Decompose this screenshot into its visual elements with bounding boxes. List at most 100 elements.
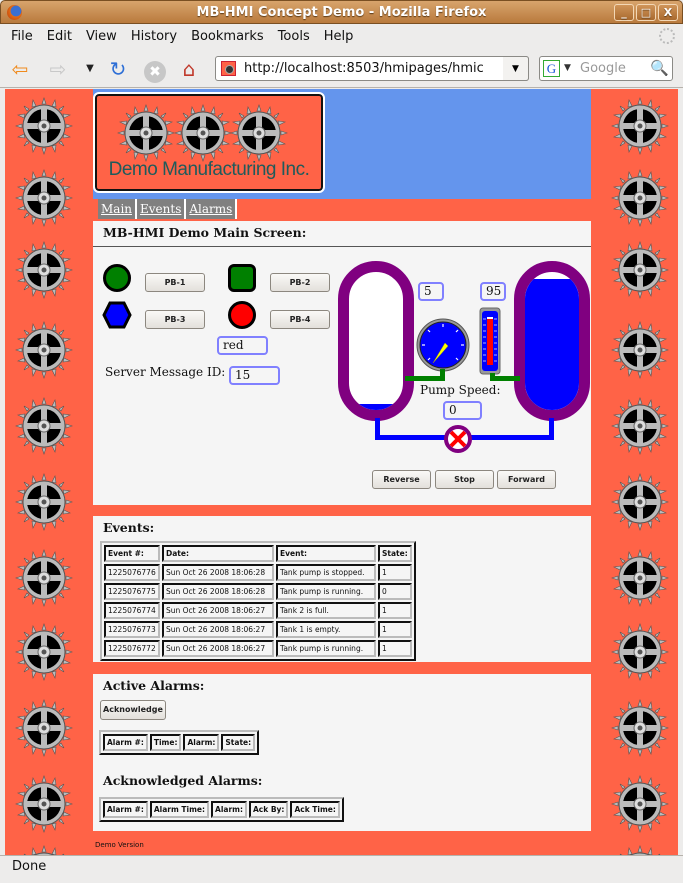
event-text: Tank pump is stopped.	[276, 564, 376, 581]
window-title: MB-HMI Concept Demo - Mozilla Firefox	[196, 5, 487, 20]
acknowledged-alarms-title: Acknowledged Alarms:	[103, 773, 263, 788]
server-message-id-field: 15	[229, 366, 280, 385]
stop-button[interactable]: Stop	[435, 470, 494, 489]
gear-icon	[15, 549, 73, 607]
window-titlebar: MB-HMI Concept Demo - Mozilla Firefox _ …	[0, 0, 683, 24]
acknowledged-alarms-table: Alarm #: Alarm Time: Alarm: Ack By: Ack …	[99, 797, 344, 822]
event-text: Tank 2 is full.	[276, 602, 376, 619]
back-arrow-icon[interactable]: ⇦	[11, 57, 29, 81]
url-dropdown-button[interactable]: ▼	[503, 56, 529, 81]
tank-1-outlet-pipe	[375, 418, 380, 440]
level-pipe	[490, 376, 520, 381]
firefox-icon	[7, 5, 22, 20]
gear-icon	[15, 775, 73, 833]
search-field[interactable]: G ▼ Google 🔍	[539, 56, 673, 81]
level-pipe-stem	[490, 373, 495, 381]
gear-icon	[15, 321, 73, 379]
event-date: Sun Oct 26 2008 18:06:28	[162, 583, 274, 600]
tab-alarms[interactable]: Alarms	[186, 199, 238, 219]
google-engine-icon[interactable]: G	[543, 60, 560, 77]
table-row: 1225076775 Sun Oct 26 2008 18:06:28 Tank…	[104, 583, 412, 600]
menu-bookmarks[interactable]: Bookmarks	[191, 28, 264, 44]
event-state: 0	[378, 583, 412, 600]
pb2-indicator-lamp	[228, 264, 256, 292]
maximize-button[interactable]: □	[636, 4, 656, 21]
navigation-toolbar: ⇦ ⇨ ▼ ↻ ✖ ⌂ http://localhost:8503/hmipag…	[0, 48, 683, 88]
gear-icon	[15, 845, 73, 855]
event-date: Sun Oct 26 2008 18:06:28	[162, 564, 274, 581]
menu-help[interactable]: Help	[323, 28, 354, 44]
gear-icon	[15, 623, 73, 681]
status-text: Done	[12, 859, 47, 874]
table-header-row: Event #: Date: Event: State:	[104, 545, 412, 562]
acknowledge-button[interactable]: Acknowledge	[100, 700, 166, 720]
column-header: Date:	[162, 545, 274, 562]
gear-icon	[611, 97, 669, 155]
forward-arrow-icon[interactable]: ⇨	[49, 57, 67, 81]
reverse-button[interactable]: Reverse	[372, 470, 431, 489]
table-row: 1225076776 Sun Oct 26 2008 18:06:28 Tank…	[104, 564, 412, 581]
column-header: Alarm #:	[103, 801, 148, 818]
menu-file[interactable]: File	[11, 28, 33, 44]
menu-tools[interactable]: Tools	[277, 28, 310, 44]
column-header: Time:	[149, 734, 182, 751]
main-screen-title: MB-HMI Demo Main Screen:	[103, 225, 307, 240]
gear-border-left	[5, 89, 85, 855]
status-bar: Done	[0, 855, 683, 883]
tab-events[interactable]: Events	[137, 199, 187, 219]
gear-icon	[611, 169, 669, 227]
throbber-icon	[659, 28, 675, 44]
column-header: Event:	[276, 545, 376, 562]
site-favicon	[221, 61, 236, 76]
url-field[interactable]: http://localhost:8503/hmipages/hmic ☆	[215, 56, 529, 81]
gear-border-right	[601, 89, 678, 855]
gear-icon	[611, 549, 669, 607]
gear-icon	[611, 699, 669, 757]
column-header: Ack Time:	[290, 801, 340, 818]
event-text: Tank 1 is empty.	[276, 621, 376, 638]
gear-icon	[611, 623, 669, 681]
event-text: Tank pump is running.	[276, 640, 376, 657]
gear-icon	[15, 241, 73, 299]
color-value-field: red	[217, 336, 268, 355]
menu-view[interactable]: View	[85, 28, 117, 44]
table-header-row: Alarm #: Alarm Time: Alarm: Ack By: Ack …	[103, 801, 340, 818]
gauge-pipe	[405, 376, 445, 381]
column-header: Alarm:	[183, 734, 220, 751]
event-id: 1225076775	[104, 583, 160, 600]
events-title: Events:	[103, 520, 155, 535]
event-text: Tank pump is running.	[276, 583, 376, 600]
minimize-button[interactable]: _	[614, 4, 634, 21]
gear-icon	[15, 699, 73, 757]
tank-2-fluid	[525, 278, 579, 410]
close-button[interactable]: X	[658, 4, 678, 21]
search-placeholder: Google	[580, 61, 626, 76]
pb2-button[interactable]: PB-2	[270, 273, 330, 292]
event-id: 1225076776	[104, 564, 160, 581]
menu-edit[interactable]: Edit	[46, 28, 72, 44]
event-id: 1225076774	[104, 602, 160, 619]
gear-icon	[117, 104, 175, 162]
event-state: 1	[378, 621, 412, 638]
history-dropdown-icon[interactable]: ▼	[86, 63, 94, 74]
company-logo: Demo Manufacturing Inc.	[93, 92, 325, 193]
search-icon[interactable]: 🔍	[650, 59, 669, 77]
pb3-button[interactable]: PB-3	[145, 310, 205, 329]
forward-button[interactable]: Forward	[497, 470, 556, 489]
menu-history[interactable]: History	[130, 28, 178, 44]
pb4-button[interactable]: PB-4	[270, 310, 330, 329]
home-icon[interactable]: ⌂	[182, 57, 196, 81]
column-header: State:	[378, 545, 412, 562]
tab-main[interactable]: Main	[98, 199, 138, 219]
server-message-label: Server Message ID:	[105, 365, 226, 379]
pb1-button[interactable]: PB-1	[145, 273, 205, 292]
engine-dropdown-icon[interactable]: ▼	[564, 63, 571, 73]
column-header: Alarm #:	[103, 734, 148, 751]
table-row: 1225076774 Sun Oct 26 2008 18:06:27 Tank…	[104, 602, 412, 619]
column-header: Event #:	[104, 545, 160, 562]
gear-icon	[611, 845, 669, 855]
event-state: 1	[378, 564, 412, 581]
stop-icon[interactable]: ✖	[143, 57, 167, 83]
column-header: Alarm:	[211, 801, 247, 818]
reload-icon[interactable]: ↻	[109, 57, 127, 81]
